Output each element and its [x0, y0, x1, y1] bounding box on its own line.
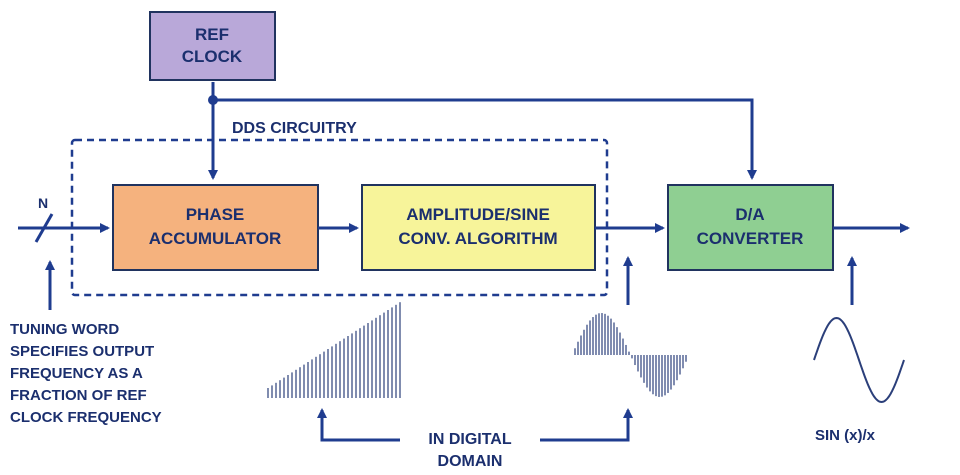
digital-domain-left-arrow — [317, 408, 400, 442]
ref-clock-block: REF CLOCK — [149, 11, 276, 81]
dds-circuitry-label: DDS CIRCUITRY — [232, 120, 357, 137]
phase-accumulator-block: PHASE ACCUMULATOR — [112, 184, 319, 271]
phase-ramp-samples — [267, 302, 401, 398]
tuning-word-line: TUNING WORD — [10, 321, 119, 338]
sinx-label: SIN (x)/x — [815, 427, 876, 444]
phase-accumulator-box — [112, 184, 319, 271]
tuning-word-description: TUNING WORD SPECIFIES OUTPUT FREQUENCY A… — [10, 321, 162, 426]
digital-domain-line1: IN DIGITAL — [428, 431, 511, 448]
da-converter-box — [667, 184, 834, 271]
digital-domain-right-arrow — [540, 408, 633, 442]
dds-circuitry-boundary — [70, 138, 609, 297]
ref-clock-line2: CLOCK — [182, 47, 243, 66]
phase-accumulator-line2: ACCUMULATOR — [149, 229, 282, 248]
bus-slash — [34, 213, 54, 243]
digital-domain-line2: DOMAIN — [438, 453, 503, 470]
ref-clock-line1: REF — [195, 25, 229, 44]
clock-to-dac-wire — [213, 98, 757, 180]
bus-width-label: N — [38, 195, 48, 211]
da-converter-line2: CONVERTER — [697, 229, 804, 248]
analog-sine-wave — [813, 316, 905, 404]
amplitude-sine-block: AMPLITUDE/SINE CONV. ALGORITHM — [361, 184, 596, 271]
amplitude-sine-line1: AMPLITUDE/SINE — [406, 205, 550, 224]
amplitude-sine-line2: CONV. ALGORITHM — [398, 229, 557, 248]
tuning-word-line: CLOCK FREQUENCY — [10, 409, 162, 426]
amplitude-sine-box — [361, 184, 596, 271]
tuning-word-line: FREQUENCY AS A — [10, 365, 143, 382]
da-converter-line1: D/A — [735, 205, 764, 224]
tuning-word-line: FRACTION OF REF — [10, 387, 147, 404]
phase-accumulator-line1: PHASE — [186, 205, 245, 224]
sampled-sine-samples — [574, 313, 687, 397]
ref-clock-box — [149, 11, 276, 81]
da-converter-block: D/A CONVERTER — [667, 184, 834, 271]
tuning-word-line: SPECIFIES OUTPUT — [10, 343, 154, 360]
